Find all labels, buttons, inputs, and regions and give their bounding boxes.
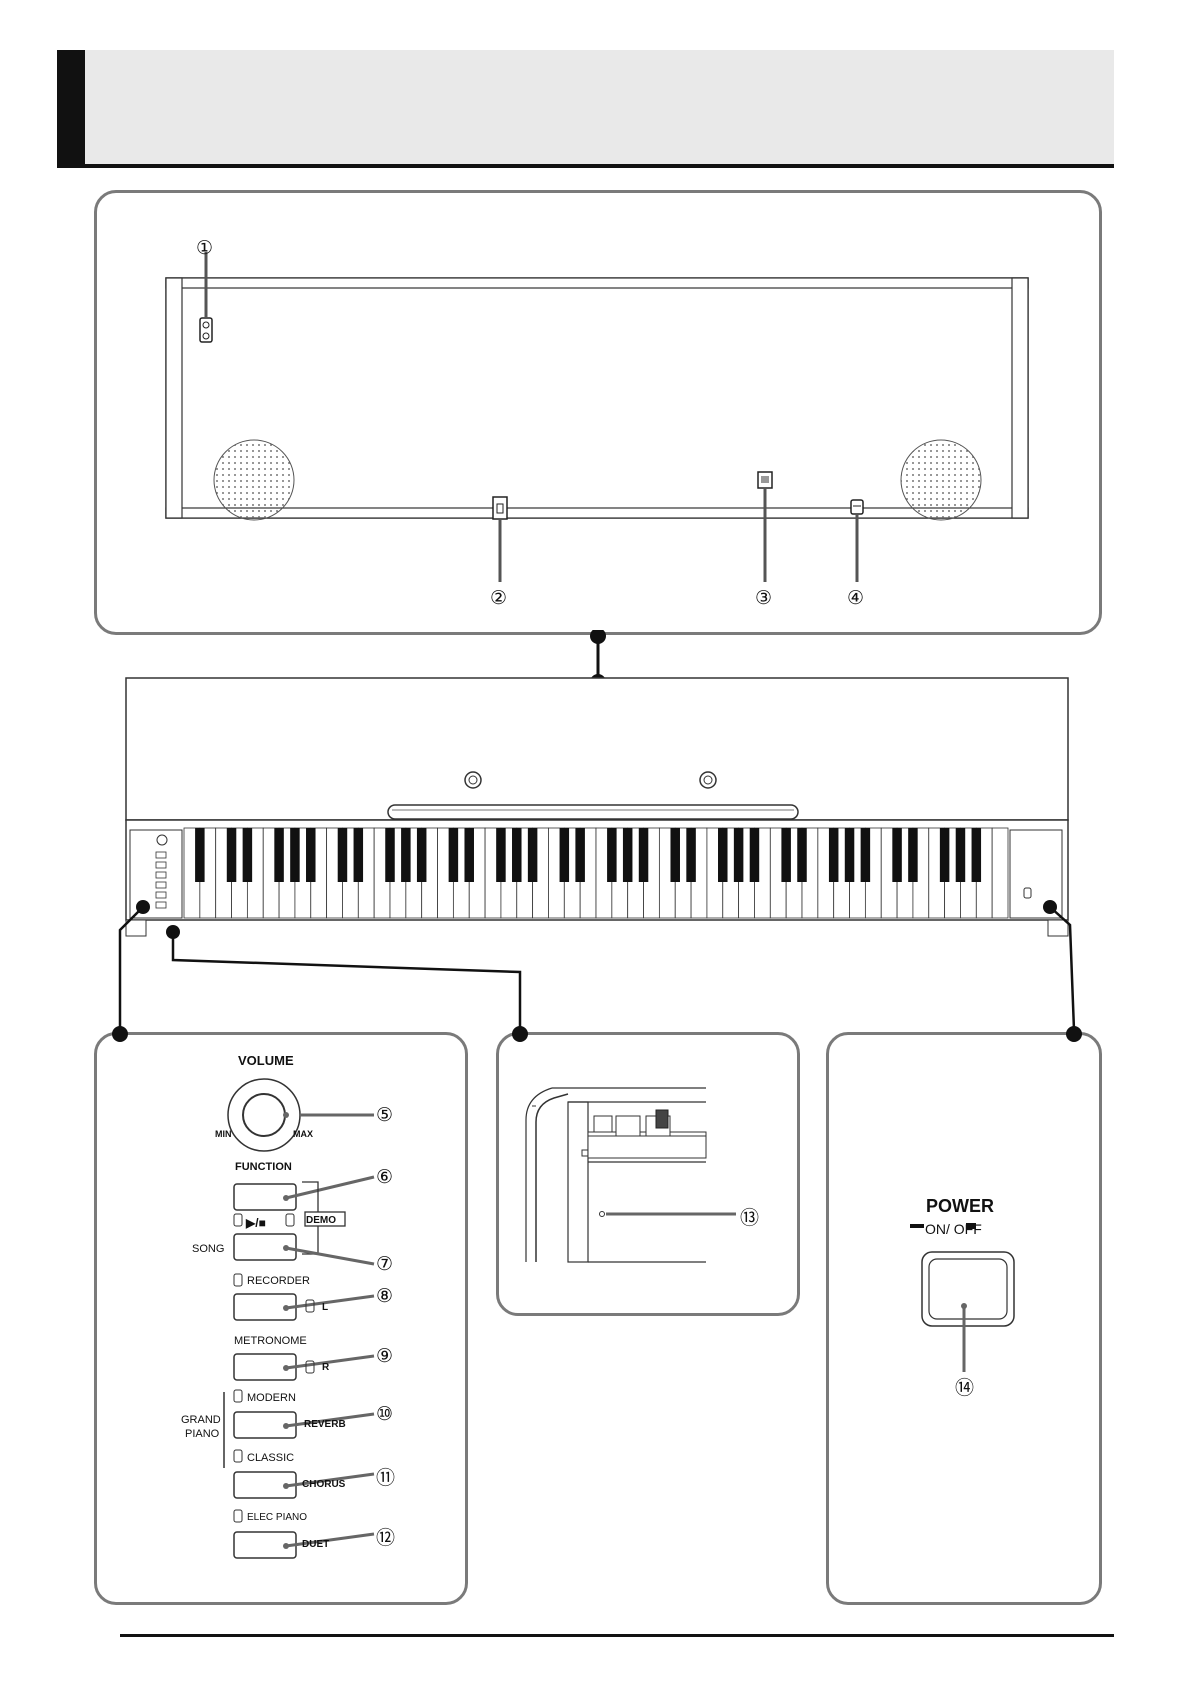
black-key	[718, 828, 728, 882]
speaker-right	[900, 439, 982, 521]
header-marker	[57, 50, 85, 166]
black-key	[226, 828, 237, 882]
max-label: MAX	[293, 1129, 313, 1139]
rear-panel-diagram	[165, 252, 1029, 582]
control-panel-diagram	[223, 1078, 375, 1559]
black-key	[496, 828, 506, 882]
classic-label: CLASSIC	[247, 1452, 295, 1464]
reverb-label: REVERB	[304, 1419, 346, 1430]
side-jack-diagram	[525, 1087, 736, 1263]
black-key	[971, 828, 982, 882]
black-key	[290, 828, 300, 882]
black-key	[274, 828, 284, 882]
black-key	[353, 828, 364, 882]
black-key	[464, 828, 474, 882]
callout-7: ⑦	[376, 1254, 394, 1275]
elec-piano-label: ELEC PIANO	[247, 1512, 308, 1523]
black-key	[306, 828, 316, 882]
black-key	[955, 828, 966, 882]
power-diagram	[910, 1223, 1015, 1372]
black-key	[939, 828, 950, 882]
black-key	[828, 828, 839, 882]
black-key	[781, 828, 791, 882]
black-key	[638, 828, 649, 882]
callout-1: ①	[196, 238, 214, 259]
modern-label: MODERN	[247, 1392, 296, 1404]
black-key	[670, 828, 680, 882]
black-key	[195, 828, 205, 882]
black-key	[733, 828, 744, 882]
l-label: L	[322, 1302, 329, 1313]
black-key	[337, 828, 348, 882]
side-jack-frame	[496, 1032, 800, 1316]
black-key	[575, 828, 585, 882]
black-key	[416, 828, 427, 882]
black-key	[242, 828, 253, 882]
recorder-label: RECORDER	[247, 1275, 310, 1287]
black-key	[607, 828, 617, 882]
header-rule	[57, 164, 1114, 168]
black-key	[527, 828, 538, 882]
r-label: R	[322, 1362, 330, 1373]
callout-12: ⑫	[376, 1528, 396, 1549]
chorus-label: CHORUS	[302, 1479, 346, 1490]
song-button	[233, 1233, 297, 1261]
demo-label: DEMO	[306, 1215, 336, 1226]
callout-5: ⑤	[376, 1105, 394, 1126]
song-label: SONG	[192, 1243, 225, 1255]
power-terminal	[850, 499, 864, 515]
black-key	[908, 828, 918, 882]
black-key	[860, 828, 871, 882]
volume-label: VOLUME	[238, 1053, 294, 1068]
callout-8: ⑧	[376, 1286, 394, 1307]
callout-2: ②	[490, 588, 508, 609]
min-label: MIN	[215, 1129, 232, 1139]
black-key	[512, 828, 522, 882]
black-key	[892, 828, 902, 882]
callout-9: ⑨	[376, 1346, 394, 1367]
grand-label: GRAND	[181, 1414, 221, 1426]
black-key	[622, 828, 633, 882]
metronome-label: METRONOME	[234, 1335, 307, 1347]
callout-6: ⑥	[376, 1167, 394, 1188]
duet-label: DUET	[302, 1539, 330, 1550]
keyboard	[183, 827, 1009, 919]
callout-13: ⑬	[740, 1208, 760, 1229]
callout-14: ⑭	[955, 1378, 975, 1399]
speaker-left	[213, 439, 295, 521]
white-key	[991, 827, 1009, 919]
play-stop-label: ▶/■	[246, 1216, 266, 1230]
black-key	[448, 828, 459, 882]
black-key	[686, 828, 696, 882]
power-title: POWER	[926, 1196, 995, 1216]
black-key	[844, 828, 855, 882]
frame-dots	[112, 1026, 1082, 1042]
black-key	[401, 828, 411, 882]
piano-front-diagram	[118, 630, 1076, 1030]
callout-10: ⑩	[376, 1404, 394, 1425]
black-key	[559, 828, 570, 882]
function-label: FUNCTION	[235, 1161, 292, 1173]
black-key	[797, 828, 807, 882]
callout-3: ③	[755, 588, 773, 609]
black-key	[749, 828, 760, 882]
footer-rule	[120, 1634, 1114, 1637]
black-key	[385, 828, 395, 882]
callout-4: ④	[847, 588, 865, 609]
pedal-connector	[492, 496, 508, 520]
header-band	[57, 50, 1114, 166]
piano-label: PIANO	[185, 1428, 220, 1440]
callout-11: ⑪	[376, 1468, 396, 1489]
